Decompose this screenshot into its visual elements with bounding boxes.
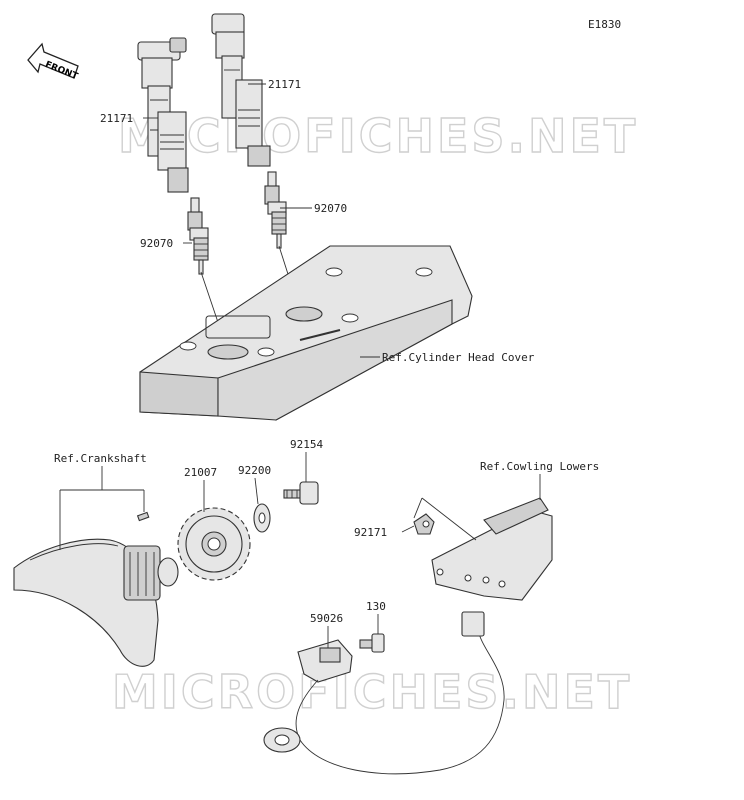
label-bolt: 92154 (290, 438, 323, 451)
cowling-bracket (431, 497, 553, 601)
label-ref-head-cover: Ref.Cylinder Head Cover (382, 351, 535, 364)
watermark-bottom: MICROFICHES.NET (112, 665, 632, 719)
sensor-bolt (359, 633, 385, 653)
ignition-coil-right (211, 13, 271, 167)
spark-plug-left (187, 197, 209, 275)
label-clamp: 92171 (354, 526, 387, 539)
label-plug-left: 92070 (140, 237, 173, 250)
rotor-bolt (283, 481, 319, 505)
label-coil-left: 21171 (100, 112, 133, 125)
crankshaft-key (136, 511, 150, 522)
spark-plug-right (264, 171, 287, 249)
crankshaft-housing (13, 538, 179, 667)
front-arrow-icon: FRONT (27, 42, 80, 82)
sensor-harness (295, 629, 505, 775)
label-sensor-bolt: 130 (366, 600, 386, 613)
harness-connector (461, 611, 485, 637)
label-ref-cowling: Ref.Cowling Lowers (480, 460, 599, 473)
label-rotor: 21007 (184, 466, 217, 479)
washer (253, 503, 271, 533)
ignition-coil-left (137, 37, 189, 193)
harness-clamp (413, 513, 435, 535)
label-coil-right: 21171 (268, 78, 301, 91)
watermark-top: MICROFICHES.NET (118, 109, 638, 163)
label-plug-right: 92070 (314, 202, 347, 215)
cylinder-head-cover (139, 245, 473, 421)
crankshaft-sensor (297, 639, 353, 683)
diagram-code: E1830 (588, 18, 621, 31)
rotor (177, 507, 251, 581)
label-sensor: 59026 (310, 612, 343, 625)
label-ref-crankshaft: Ref.Crankshaft (54, 452, 147, 465)
label-washer: 92200 (238, 464, 271, 477)
